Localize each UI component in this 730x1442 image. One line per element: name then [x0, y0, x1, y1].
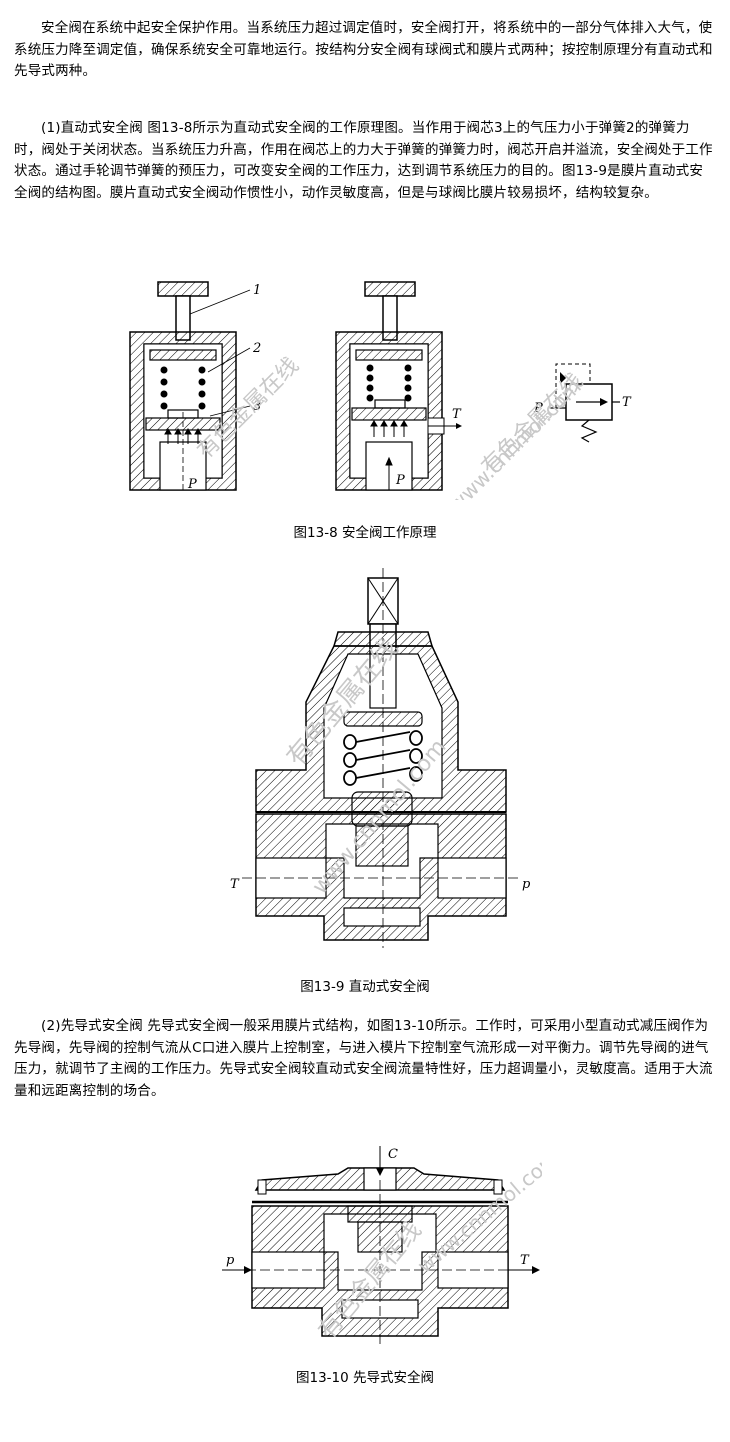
port-label-t: T — [230, 877, 240, 892]
figure-13-10: C p T 有色金属在线 www.cnnmol.com — [222, 1146, 542, 1344]
part-label-1: 1 — [253, 283, 261, 298]
outlet-label-t-mid: T — [452, 407, 462, 422]
figure-13-8: 1 2 3 P P T — [129, 281, 632, 500]
symbol-label-t: T — [622, 395, 632, 410]
part-label-3: 3 — [253, 399, 261, 414]
port-label-c: C — [388, 1147, 398, 1162]
watermark-en-1: www.cnnmol.com — [444, 375, 586, 500]
pilot-valve-paragraph: (2)先导式安全阀 先导式安全阀一般采用膜片式结构，如图13-10所示。工作时，… — [14, 1018, 713, 1099]
figure-13-9: T p 有色金属在线 www.cnnmol.com — [230, 568, 531, 948]
valve-closed-diagram: 1 2 3 P — [129, 281, 261, 492]
figure-13-10-caption: 图13-10 先导式安全阀 — [295, 1370, 435, 1386]
port-label-t: T — [520, 1253, 530, 1268]
inlet-label-p-left: P — [187, 477, 197, 492]
port-label-p: p — [226, 1253, 235, 1268]
symbol-label-p: P — [533, 401, 543, 416]
valve-open-diagram: P T — [335, 281, 462, 491]
valve-symbol: P T — [533, 363, 632, 443]
part-label-2: 2 — [252, 341, 261, 356]
intro-paragraph: 安全阀在系统中起安全保护作用。当系统压力超过调定值时，安全阀打开，将系统中的一部… — [14, 20, 713, 79]
inlet-label-p-mid: P — [395, 473, 405, 488]
direct-valve-paragraph: (1)直动式安全阀 图13-8所示为直动式安全阀的工作原理图。当作用于阀芯3上的… — [14, 120, 713, 201]
figure-13-9-caption: 图13-9 直动式安全阀 — [300, 979, 430, 995]
port-label-p: p — [522, 877, 531, 892]
figure-13-8-caption: 图13-8 安全阀工作原理 — [293, 525, 437, 541]
